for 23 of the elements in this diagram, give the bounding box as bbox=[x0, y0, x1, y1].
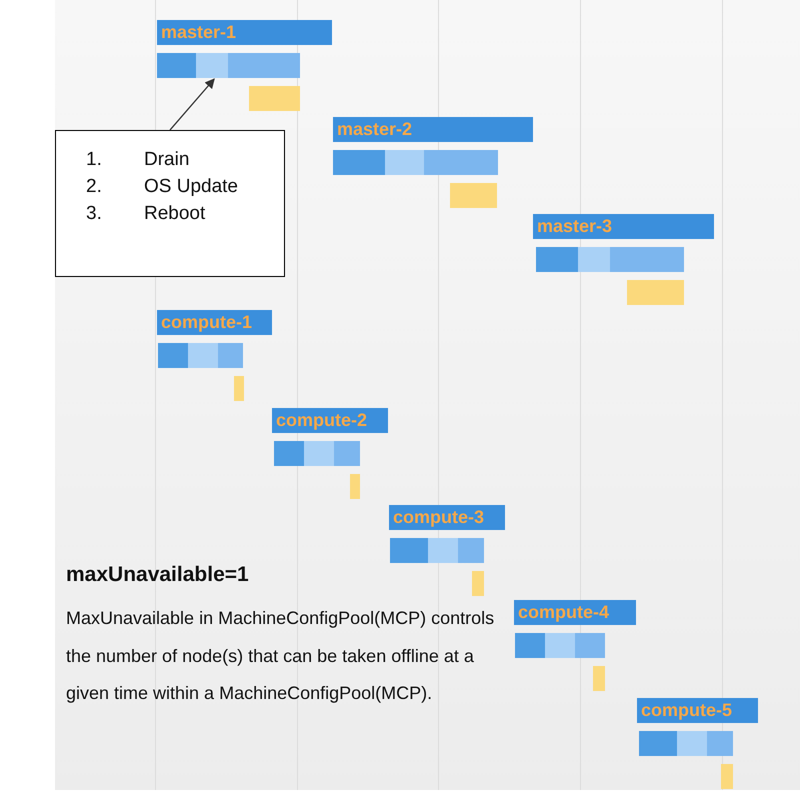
node-header: master-3 bbox=[533, 214, 714, 239]
list-item: 3. Reboot bbox=[86, 202, 206, 226]
node-header: compute-3 bbox=[389, 505, 505, 530]
node-header: master-2 bbox=[333, 117, 533, 142]
node-header: compute-4 bbox=[514, 600, 636, 625]
phase-bar bbox=[390, 538, 484, 563]
phase-bar bbox=[158, 343, 243, 368]
node-header: master-1 bbox=[157, 20, 332, 45]
description-text: MaxUnavailable in MachineConfigPool(MCP) controls the number of node(s) that can be taken offline at a given time within a MachineConfigPool(MCP). bbox=[66, 607, 496, 705]
heading: maxUnavailable=1 bbox=[66, 563, 249, 587]
phase-bar bbox=[515, 633, 605, 658]
callout-box bbox=[55, 130, 285, 277]
phase-bar bbox=[274, 441, 360, 466]
list-item: 2. OS Update bbox=[86, 175, 238, 199]
phase-bar bbox=[333, 150, 498, 175]
node-header: compute-2 bbox=[272, 408, 388, 433]
phase-bar bbox=[157, 53, 300, 78]
phase-bar bbox=[639, 731, 733, 756]
node-header: compute-1 bbox=[157, 310, 272, 335]
leader-arrow bbox=[170, 78, 215, 130]
phase-bar bbox=[536, 247, 684, 272]
list-item: 1. Drain bbox=[86, 148, 190, 172]
node-header: compute-5 bbox=[637, 698, 758, 723]
